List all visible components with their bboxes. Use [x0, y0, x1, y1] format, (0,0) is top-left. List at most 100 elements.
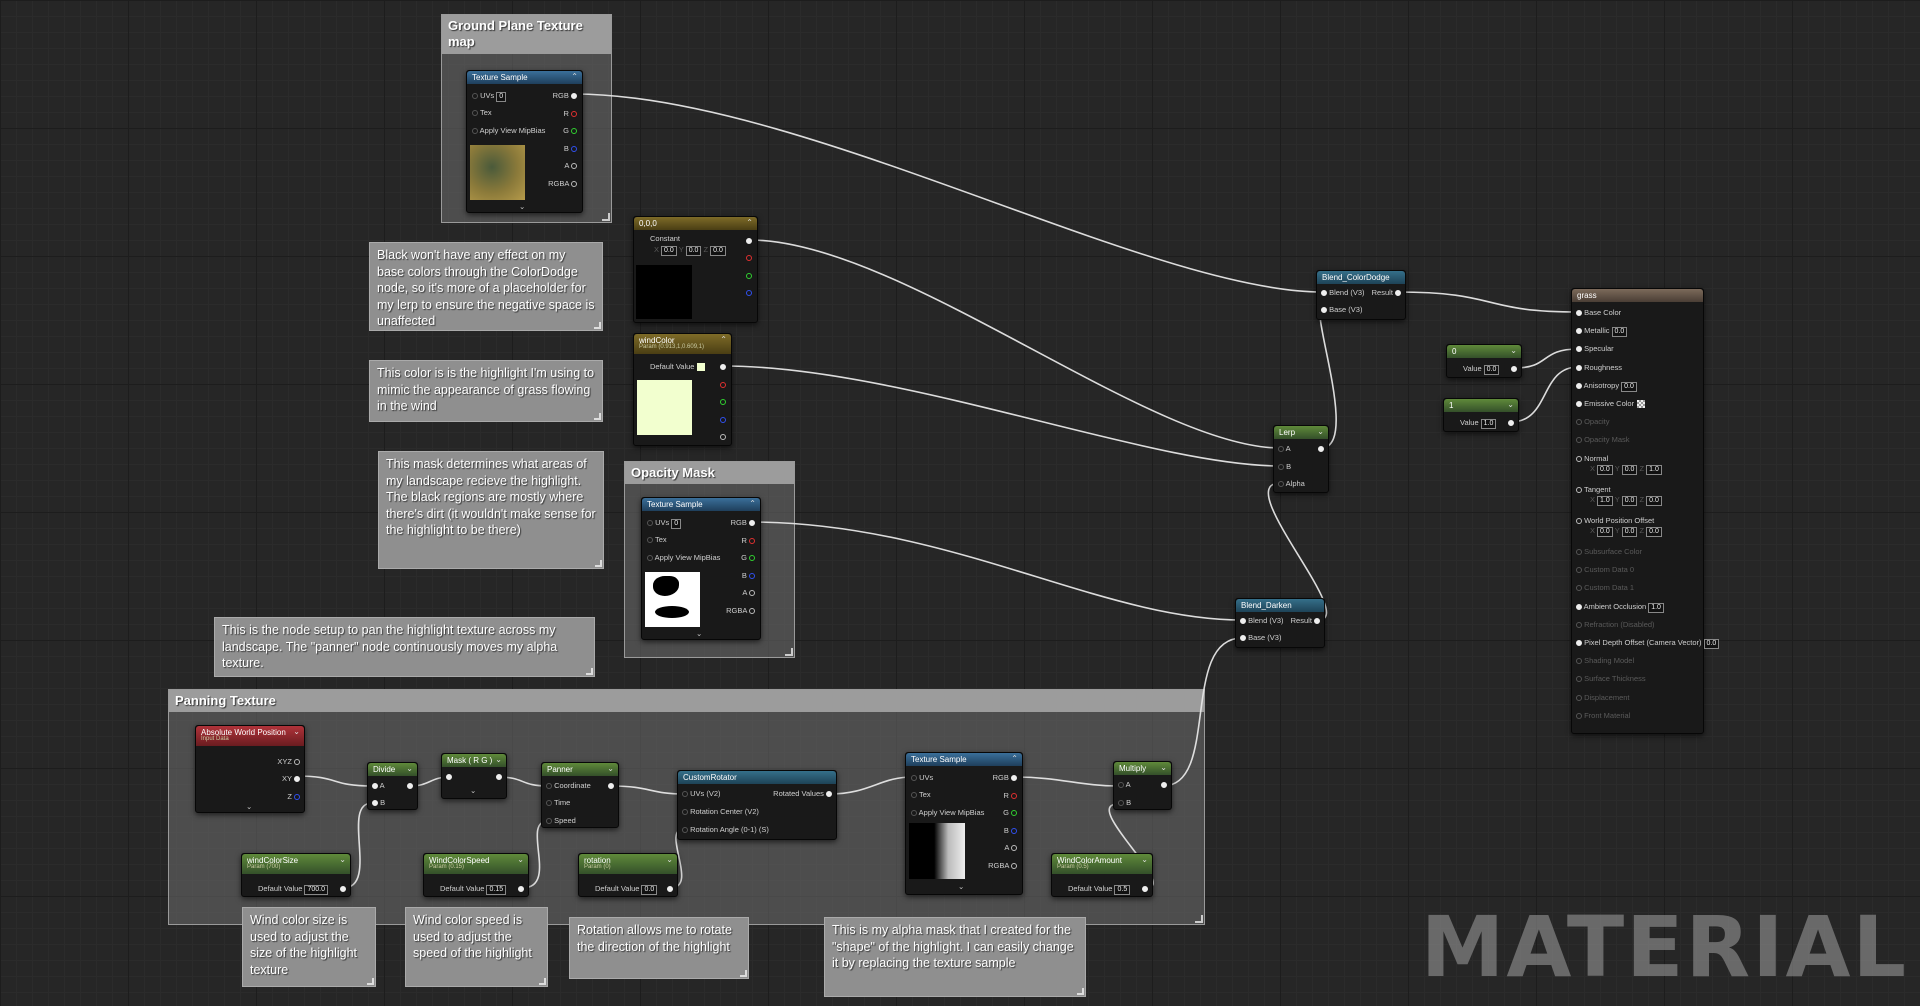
- z-field[interactable]: 0.0: [1646, 527, 1662, 537]
- expand-icon[interactable]: ⌄: [470, 786, 477, 795]
- resize-handle[interactable]: [785, 648, 793, 656]
- pin-out[interactable]: [1318, 444, 1324, 454]
- z-field[interactable]: 0.0: [710, 246, 726, 256]
- pin-dot[interactable]: [1576, 621, 1582, 628]
- collapse-icon[interactable]: ⌄: [495, 755, 502, 764]
- pin-tex[interactable]: Tex: [911, 790, 931, 800]
- node-panner[interactable]: Panner⌄ Coordinate Time Speed: [541, 762, 619, 828]
- pin-base[interactable]: Base (V3): [1321, 305, 1362, 315]
- pin-b[interactable]: B: [1278, 462, 1291, 472]
- pin-out[interactable]: [1161, 780, 1167, 790]
- pin-out[interactable]: [407, 781, 413, 791]
- pin-dot[interactable]: [1576, 310, 1582, 317]
- pin-out[interactable]: [518, 884, 524, 894]
- pin-dot[interactable]: [1576, 585, 1582, 592]
- uvs-field[interactable]: 0: [496, 92, 507, 102]
- collapse-icon[interactable]: ⌄: [1507, 400, 1514, 409]
- z-field[interactable]: 1.0: [1646, 465, 1662, 475]
- node-texture-sample-alpha[interactable]: Texture Sample⌃ UVs Tex Apply View MipBi…: [905, 752, 1023, 895]
- pin-value-field[interactable]: 0.0: [1621, 381, 1637, 392]
- pin-mipbias[interactable]: Apply View MipBias: [647, 553, 720, 563]
- value-input[interactable]: 1.0: [1480, 419, 1497, 429]
- color-swatch[interactable]: [696, 363, 705, 372]
- pin-a[interactable]: A: [372, 781, 385, 791]
- pin-g[interactable]: [720, 397, 726, 407]
- pin-a[interactable]: A: [1004, 843, 1017, 853]
- note-alpha-mask[interactable]: This is my alpha mask that I created for…: [824, 917, 1086, 997]
- pin-mipbias[interactable]: Apply View MipBias: [472, 126, 545, 136]
- pin-r[interactable]: R: [741, 536, 755, 546]
- value-input[interactable]: 0.5: [1114, 885, 1131, 895]
- pin-in[interactable]: [446, 772, 452, 782]
- pin-center[interactable]: Rotation Center (V2): [682, 807, 759, 817]
- pin-a[interactable]: [720, 432, 726, 442]
- pin-b[interactable]: B: [1004, 826, 1017, 836]
- material-pin-base-color[interactable]: Base Color: [1576, 308, 1621, 318]
- pin-dot[interactable]: [1576, 676, 1582, 683]
- pin-rgba[interactable]: RGBA: [548, 179, 577, 189]
- material-pin-pixel-depth-offset-camera-vector[interactable]: Pixel Depth Offset (Camera Vector)0.0: [1576, 638, 1720, 649]
- pin-uvs[interactable]: UVs (V2): [682, 789, 721, 799]
- pin-b[interactable]: [720, 415, 726, 425]
- pin-dot[interactable]: [1576, 549, 1582, 556]
- pin-base[interactable]: Base (V3): [1240, 633, 1281, 643]
- material-pin-emissive-color[interactable]: Emissive Color: [1576, 399, 1646, 409]
- pin-b[interactable]: B: [372, 798, 385, 808]
- pin-value-field[interactable]: 0.0: [1703, 639, 1720, 649]
- pin-out[interactable]: [1511, 364, 1517, 374]
- pin-rgba[interactable]: RGBA: [988, 861, 1017, 871]
- pin-rotated[interactable]: Rotated Values: [773, 789, 832, 799]
- collapse-icon[interactable]: ⌄: [666, 855, 673, 864]
- pin-xy[interactable]: XY: [282, 774, 300, 784]
- pin-g[interactable]: G: [1003, 808, 1017, 818]
- material-pin-subsurface-color[interactable]: Subsurface Color: [1576, 547, 1642, 557]
- x-field[interactable]: 0.0: [1597, 527, 1613, 537]
- z-field[interactable]: 0.0: [1646, 496, 1662, 506]
- pin-g[interactable]: G: [563, 126, 577, 136]
- material-pin-opacity[interactable]: Opacity: [1576, 417, 1610, 427]
- pin-xyz[interactable]: XYZ: [277, 757, 300, 767]
- material-pin-opacity-mask[interactable]: Opacity Mask: [1576, 435, 1630, 445]
- pin-result[interactable]: Result: [1372, 288, 1401, 298]
- pin-dot[interactable]: [1576, 567, 1582, 574]
- pin-g[interactable]: G: [741, 553, 755, 563]
- pin-r[interactable]: [720, 380, 726, 390]
- material-pin-custom-data-0[interactable]: Custom Data 0: [1576, 565, 1634, 575]
- node-blend-darken[interactable]: Blend_Darken Blend (V3) Result Base (V3): [1235, 598, 1325, 648]
- pin-a[interactable]: A: [1278, 444, 1291, 454]
- x-field[interactable]: 0.0: [661, 246, 677, 256]
- collapse-icon[interactable]: ⌄: [1160, 763, 1167, 772]
- pin-rgba[interactable]: RGBA: [726, 606, 755, 616]
- node-mask-rg[interactable]: Mask ( R G )⌄ ⌄: [441, 753, 507, 799]
- node-multiply[interactable]: Multiply⌄ A B: [1113, 761, 1172, 810]
- pin-dot[interactable]: [1576, 328, 1582, 335]
- y-field[interactable]: 0.0: [1621, 527, 1638, 537]
- resize-handle[interactable]: [602, 213, 610, 221]
- pin-tex[interactable]: Tex: [472, 108, 492, 118]
- pin-result[interactable]: Result: [1291, 616, 1320, 626]
- pin-out[interactable]: [1508, 418, 1514, 428]
- expand-icon[interactable]: ⌄: [958, 882, 965, 891]
- pin-blend[interactable]: Blend (V3): [1321, 288, 1365, 298]
- note-mask[interactable]: This mask determines what areas of my la…: [378, 451, 604, 569]
- pin-r[interactable]: R: [1003, 791, 1017, 801]
- pin-normal[interactable]: Normal: [1576, 454, 1608, 464]
- collapse-icon[interactable]: ⌄: [1510, 346, 1517, 355]
- pin-out[interactable]: [340, 884, 346, 894]
- value-input[interactable]: 0.15: [486, 885, 507, 895]
- pin-time[interactable]: Time: [546, 798, 570, 808]
- pin-r[interactable]: R: [563, 109, 577, 119]
- y-field[interactable]: 0.0: [1621, 465, 1638, 475]
- pin-b[interactable]: B: [564, 144, 577, 154]
- pin-wpo[interactable]: World Position Offset: [1576, 516, 1654, 526]
- note-wind-size[interactable]: Wind color size is used to adjust the si…: [242, 907, 376, 987]
